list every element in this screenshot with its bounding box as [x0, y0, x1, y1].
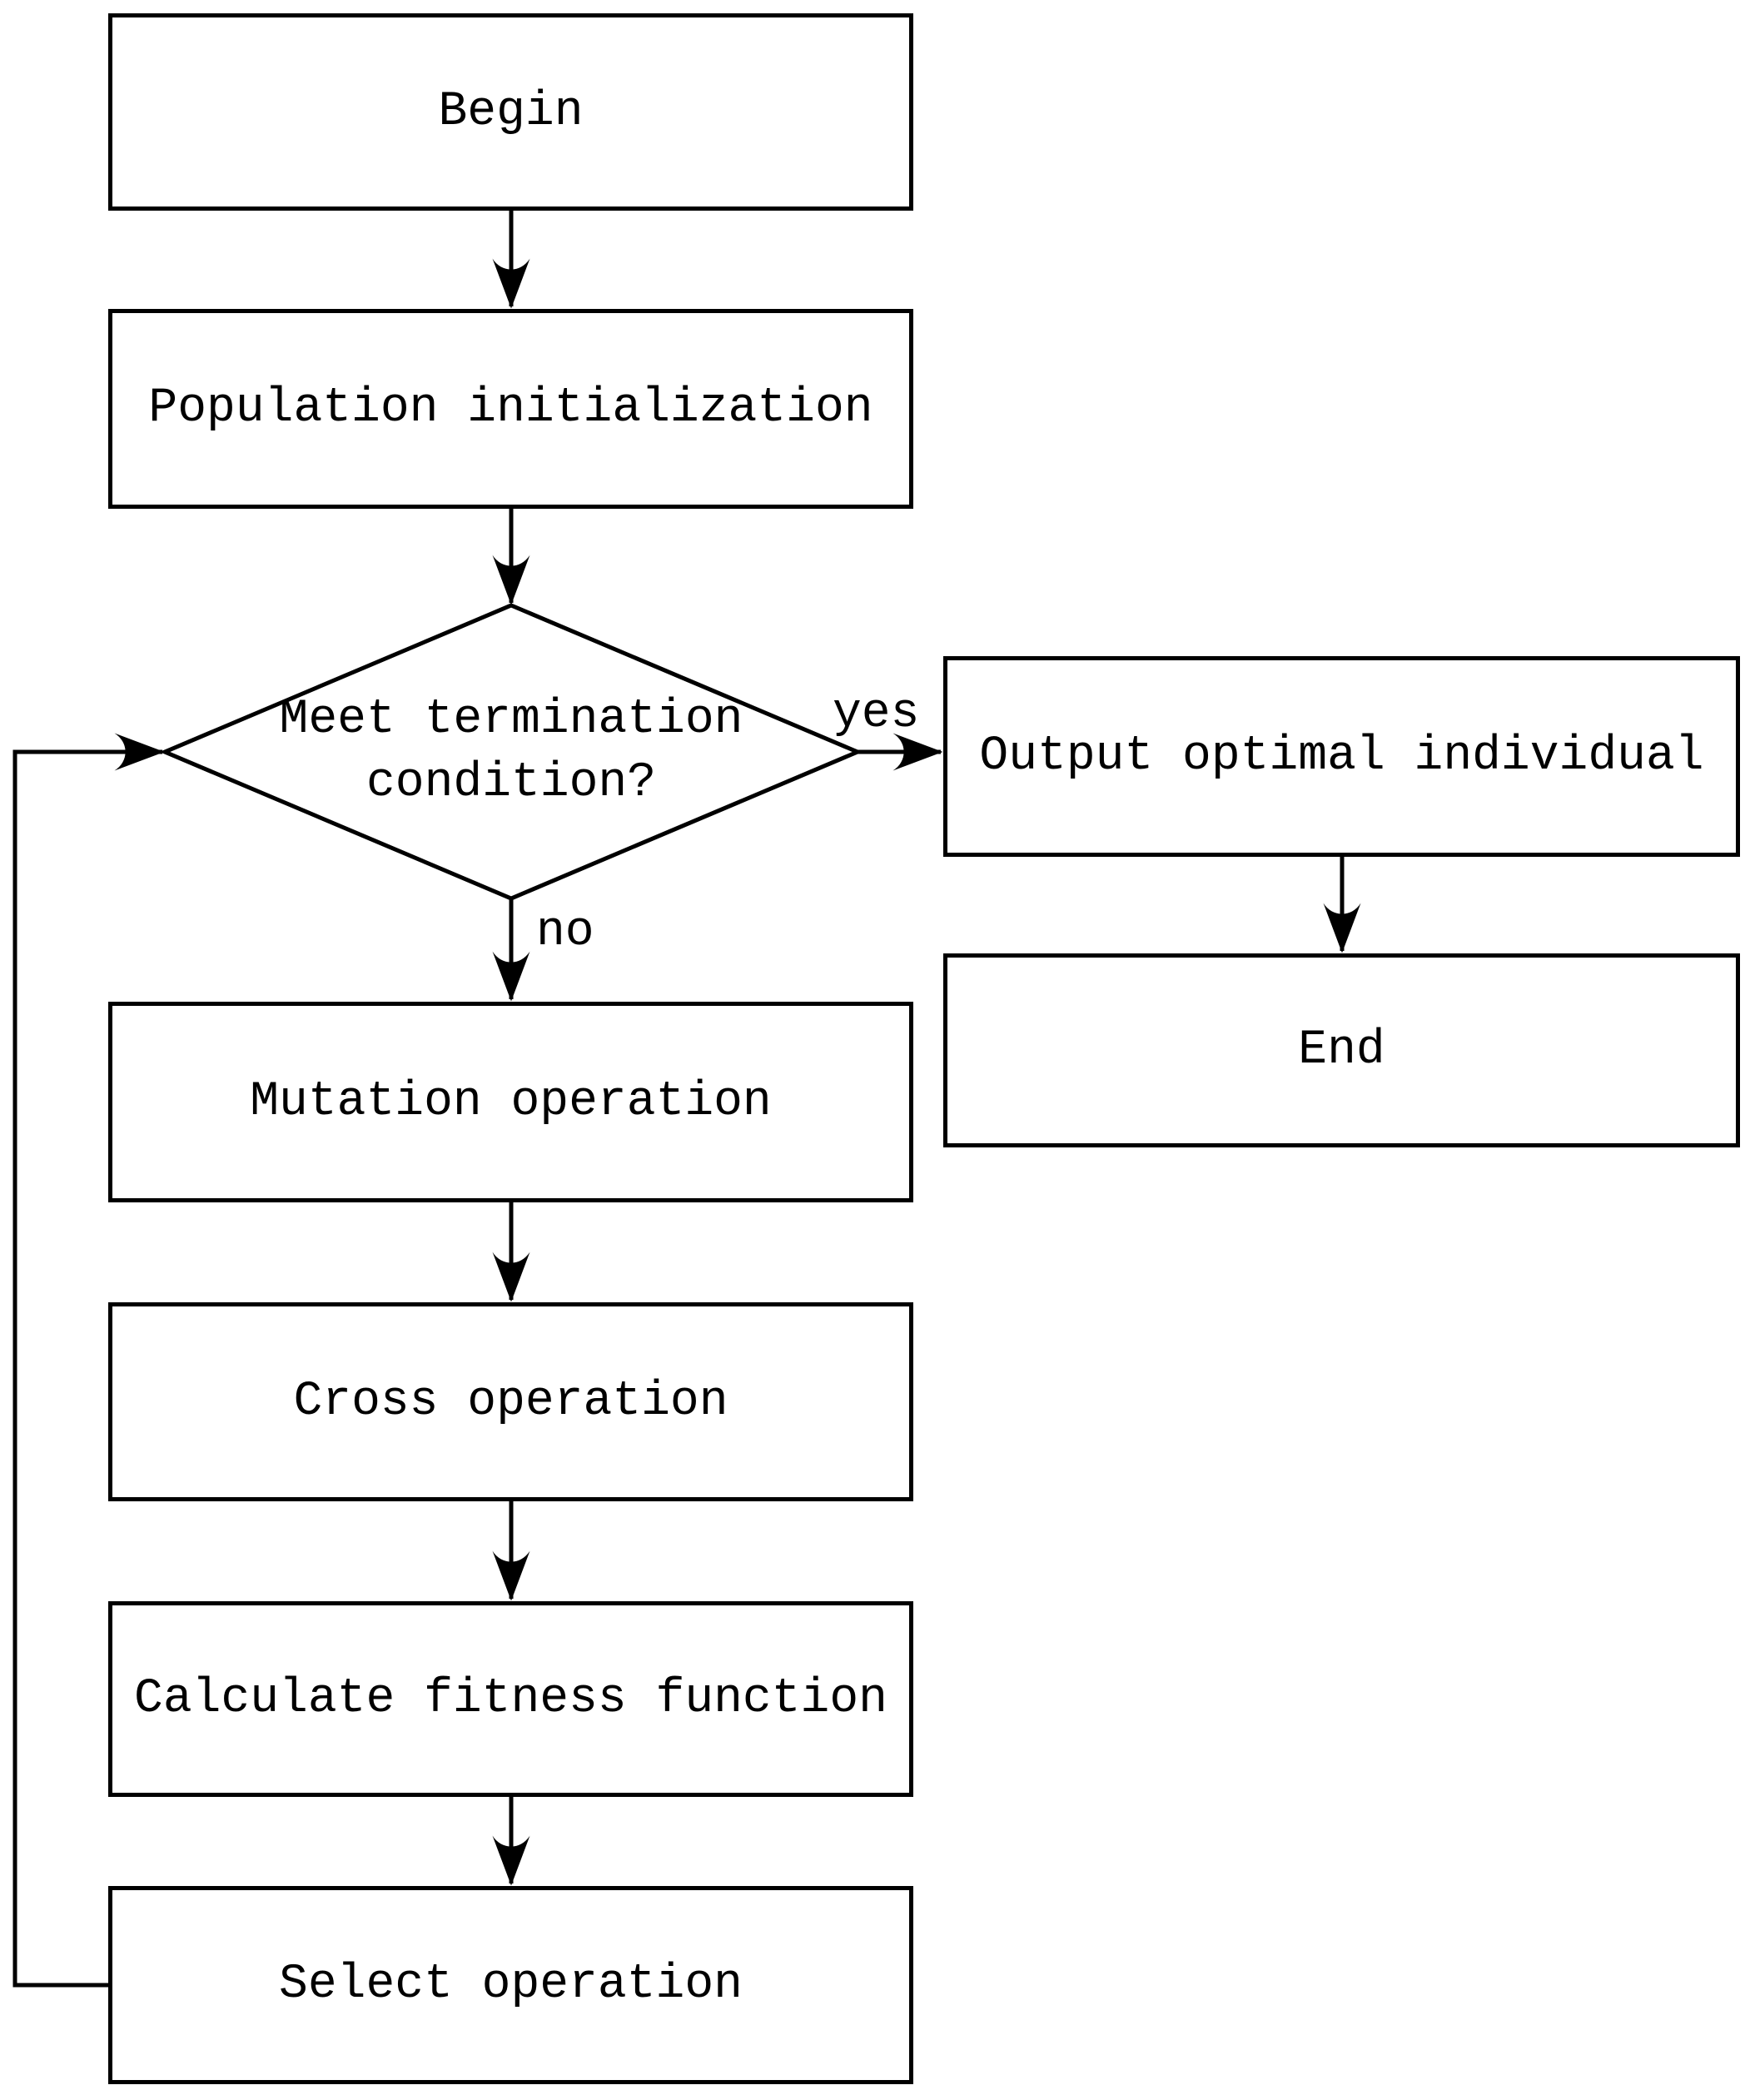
node-output-optimal-individual: Output optimal individual	[943, 656, 1740, 857]
node-label: Population initialization	[148, 381, 873, 436]
edge-label-no: no	[536, 905, 594, 959]
node-label: Begin	[438, 84, 584, 139]
node-population-initialization: Population initialization	[108, 309, 913, 509]
node-calculate-fitness-function: Calculate fitness function	[108, 1601, 913, 1797]
node-termination-decision: Meet termination condition?	[220, 683, 803, 821]
edge-select-to-decision-loop	[12, 733, 165, 1988]
node-label: Cross operation	[293, 1374, 728, 1429]
node-label: Output optimal individual	[979, 729, 1704, 784]
node-cross-operation: Cross operation	[108, 1302, 913, 1501]
node-label: End	[1298, 1023, 1385, 1077]
node-begin: Begin	[108, 13, 913, 211]
node-label: Calculate fitness function	[134, 1671, 887, 1726]
node-label: Select operation	[279, 1958, 743, 2013]
node-end: End	[943, 953, 1740, 1147]
node-label: Mutation operation	[250, 1074, 772, 1129]
node-select-operation: Select operation	[108, 1886, 913, 2084]
node-label-line1: Meet termination	[279, 693, 743, 747]
node-mutation-operation: Mutation operation	[108, 1002, 913, 1202]
node-label-line2: condition?	[365, 756, 657, 810]
edge-label-yes: yes	[833, 687, 920, 741]
